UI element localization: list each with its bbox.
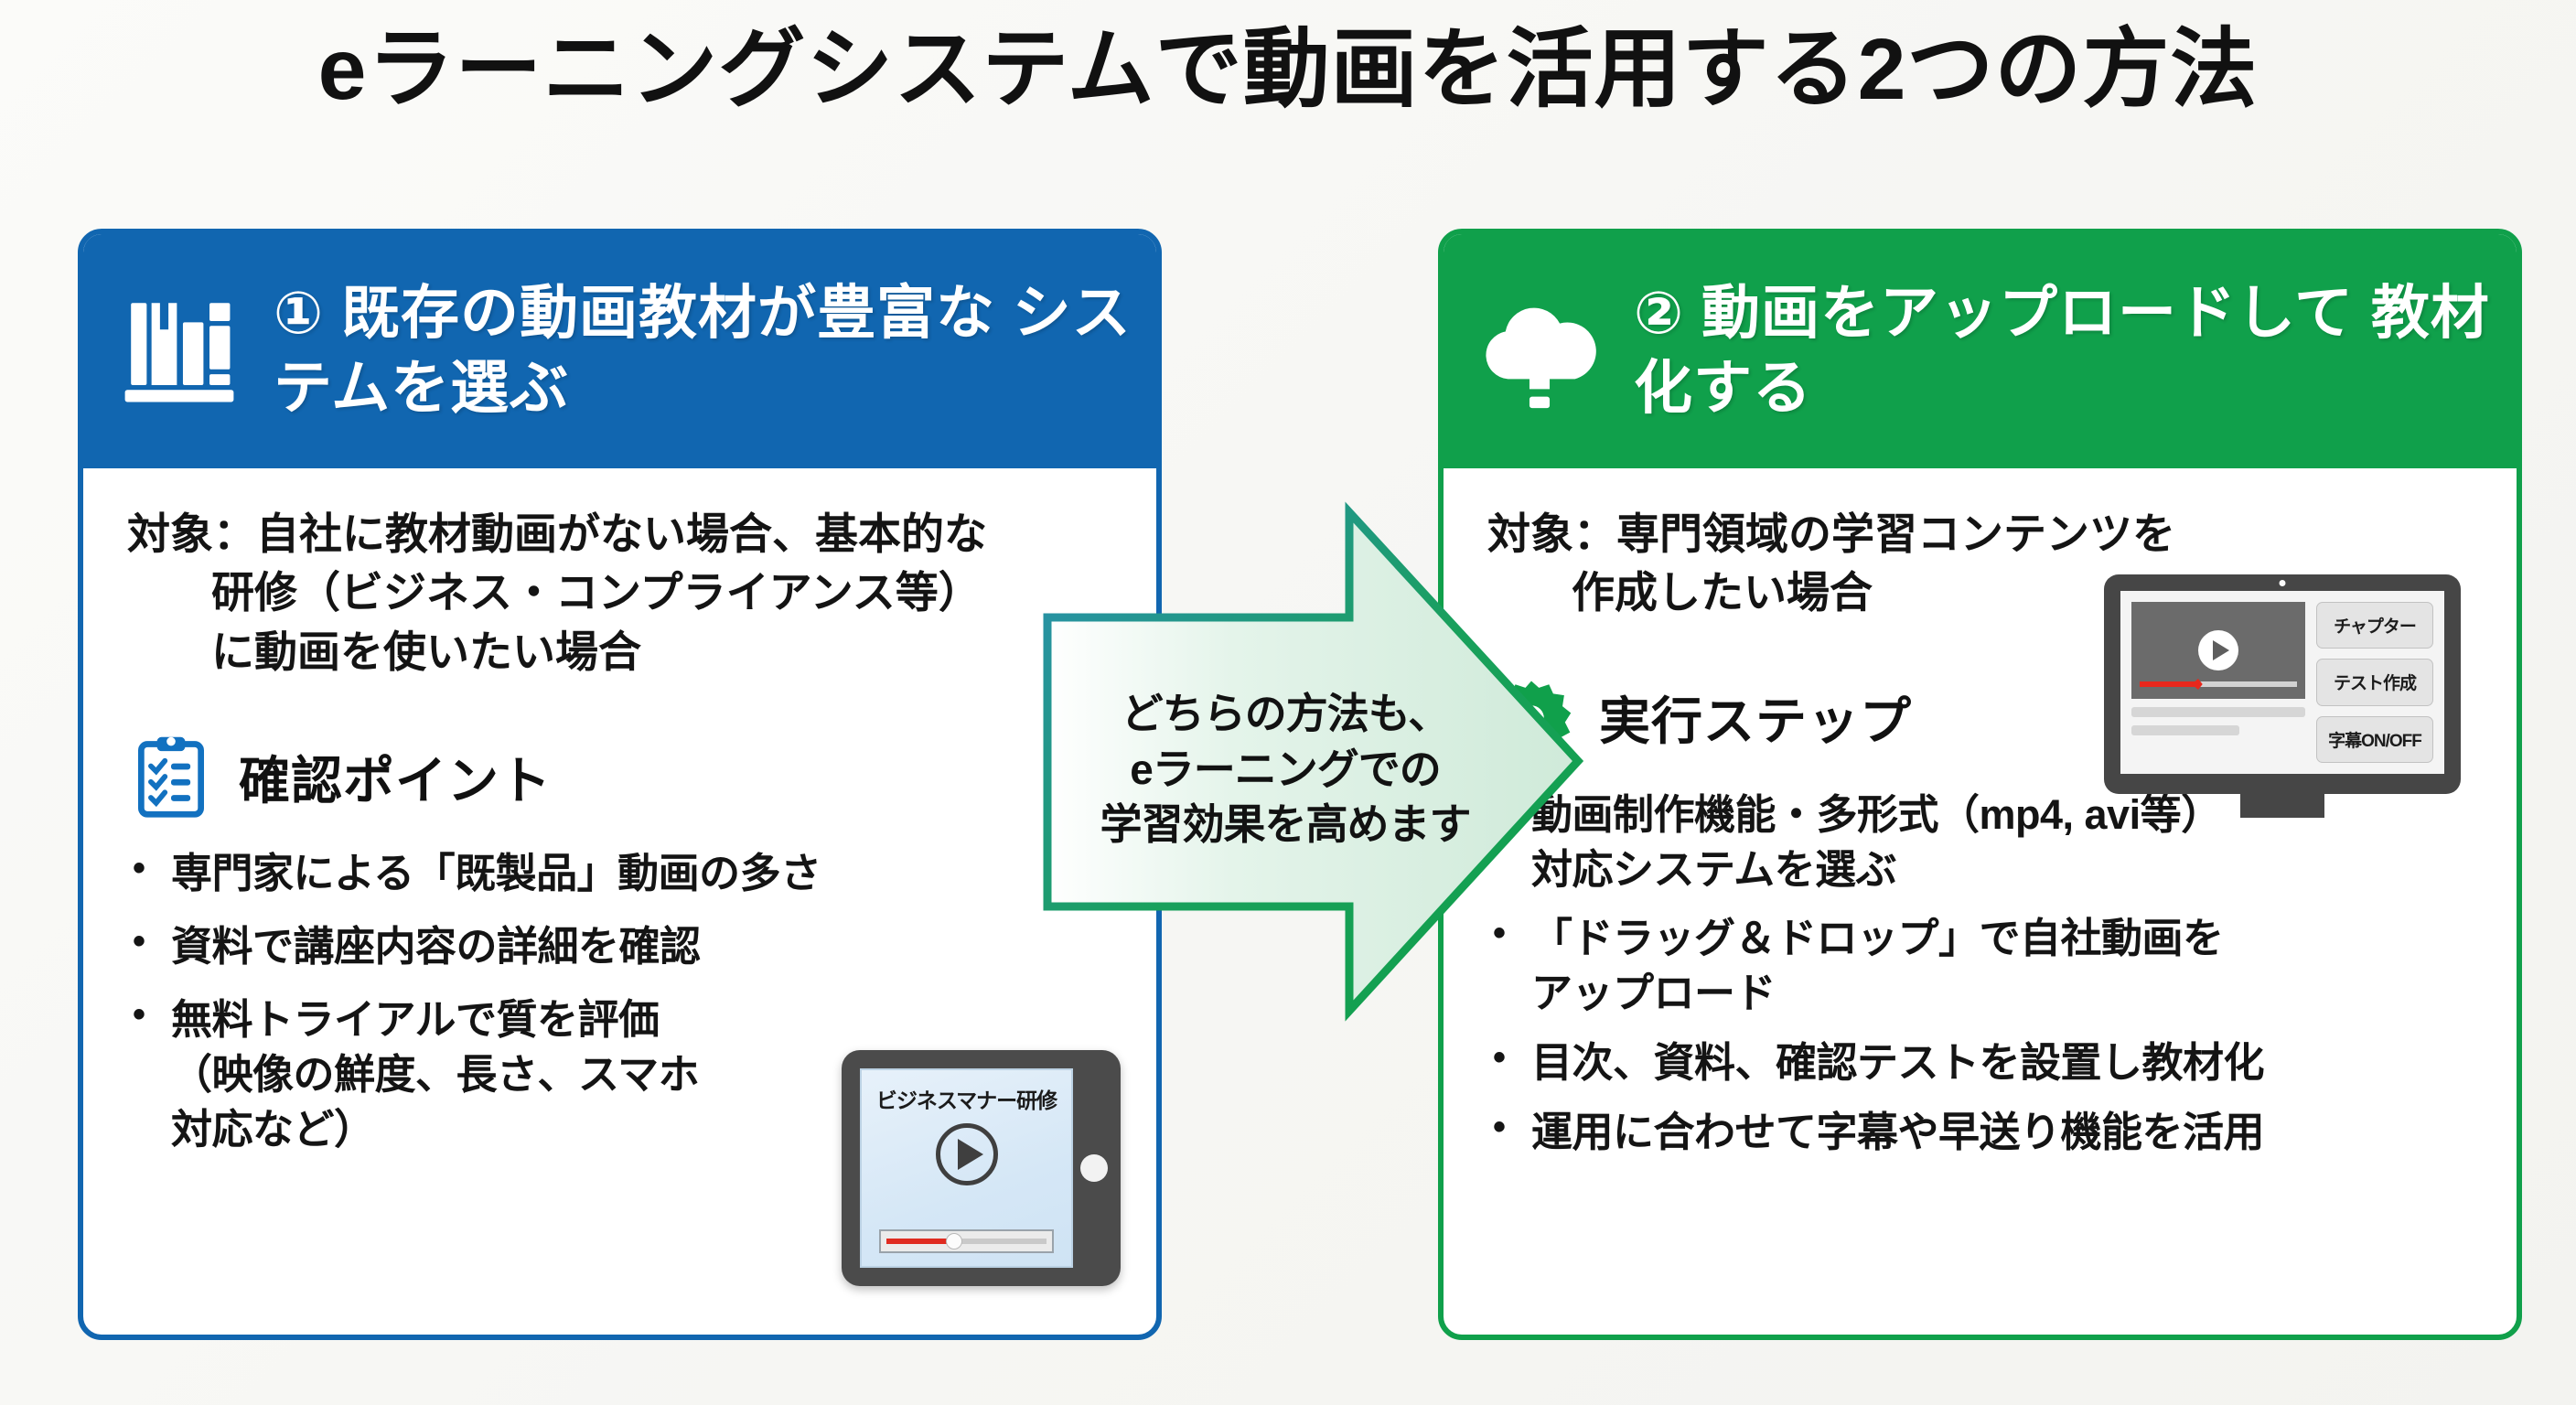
list-item: 運用に合わせて字幕や早送り機能を活用 (1487, 1103, 2485, 1160)
panel-2-bullet-list: 動画制作機能・多形式（mp4, avi等） 対応システムを選ぶ 「ドラッグ＆ドロ… (1487, 786, 2485, 1160)
progress-fill (2140, 681, 2196, 687)
panel-2-title-line-1: ② 動画をアップロードして (1634, 280, 2355, 347)
create-test-button[interactable]: テスト作成 (2316, 659, 2433, 706)
bullet-text: 運用に合わせて字幕や早送り機能を活用 (1531, 1108, 2265, 1155)
panel-2-header: ② 動画をアップロードして 教材化する (1444, 234, 2517, 468)
bullet-text-cont: 対応システムを選ぶ (1531, 845, 1897, 893)
target-line-1: 対象：専門領域の学習コンテンツを (1487, 509, 2175, 558)
panel-method-1: ① 既存の動画教材が豊富な システムを選ぶ 対象：自社に教材動画がない場合、基本… (78, 229, 1162, 1340)
bullet-text: 「ドラッグ＆ドロップ」で自社動画を (1531, 915, 2224, 962)
progress-fill (886, 1239, 955, 1244)
panel-2-title-line-2: 教材化する (1634, 280, 2490, 421)
bullet-text-cont: （映像の鮮度、長さ、スマホ (171, 1050, 700, 1098)
tablet-device-illustration: ビジネスマナー研修 (842, 1050, 1121, 1286)
bullet-text-cont: 対応など） (171, 1105, 375, 1153)
play-icon[interactable] (2198, 630, 2238, 670)
monitor-button-column: チャプター テスト作成 字幕ON/OFF (2316, 602, 2433, 763)
bullet-text: 動画制作機能・多形式（mp4, avi等） (1531, 790, 2222, 838)
list-item: 「ドラッグ＆ドロップ」で自社動画を アップロード (1487, 909, 2485, 1021)
subtitle-toggle-button[interactable]: 字幕ON/OFF (2316, 715, 2433, 763)
panel-1-bullet-list: 専門家による「既製品」動画の多さ 資料で講座内容の詳細を確認 無料トライアルで質… (127, 844, 1125, 1157)
tablet-progress-bar[interactable] (879, 1229, 1054, 1253)
panel-2-section-title: 実行ステップ (1599, 692, 1912, 751)
bullet-text: 無料トライアルで質を評価 (171, 995, 660, 1043)
panel-1-section-header: 確認ポイント (127, 733, 1125, 820)
arrow-caption-line-1: どちらの方法も、 (1121, 690, 1451, 737)
center-arrow-shape (1038, 462, 1587, 1061)
progress-knob[interactable] (2191, 679, 2203, 690)
target-line-1: 対象：自社に教材動画がない場合、基本的な (127, 509, 987, 558)
panel-1-target-description: 対象：自社に教材動画がない場合、基本的な 研修（ビジネス・コンプライアンス等） … (127, 505, 1125, 681)
tablet-home-button[interactable] (1080, 1154, 1108, 1182)
chapter-button[interactable]: チャプター (2316, 602, 2433, 649)
list-item: 目次、資料、確認テストを設置し教材化 (1487, 1034, 2485, 1090)
progress-track (886, 1239, 1046, 1244)
bullet-text: 資料で講座内容の詳細を確認 (171, 922, 701, 970)
webcam-icon (2279, 580, 2286, 586)
target-line-2: 作成したい場合 (1572, 568, 1873, 617)
monitor-video-column (2131, 602, 2305, 763)
monitor-display: チャプター テスト作成 字幕ON/OFF (2120, 591, 2444, 774)
target-line-3: に動画を使いたい場合 (211, 627, 641, 676)
panel-2-target-description: 対象：専門領域の学習コンテンツを 作成したい場合 (1487, 505, 2485, 623)
bullet-text: 専門家による「既製品」動画の多さ (171, 850, 821, 897)
tablet-screen: ビジネスマナー研修 (860, 1068, 1073, 1268)
panel-1-section-title: 確認ポイント (239, 751, 552, 810)
page-title: eラーニングシステムで動画を活用する2つの方法 (317, 21, 2259, 118)
tablet-video-title: ビジネスマナー研修 (875, 1089, 1057, 1112)
panel-1-header: ① 既存の動画教材が豊富な システムを選ぶ (83, 234, 1156, 468)
list-item: 専門家による「既製品」動画の多さ (127, 844, 1125, 901)
panel-1-title-line-1: ① 既存の動画教材が豊富な (274, 280, 995, 347)
panel-2-title: ② 動画をアップロードして 教材化する (1634, 276, 2493, 426)
bookshelf-icon (111, 283, 248, 420)
monitor-device-illustration: チャプター テスト作成 字幕ON/OFF (2104, 574, 2461, 818)
panel-1-title: ① 既存の動画教材が豊富な システムを選ぶ (274, 276, 1132, 426)
play-icon[interactable] (935, 1123, 998, 1185)
arrow-caption-line-2: eラーニングでの (1130, 745, 1442, 793)
panel-1-title-line-2: システムを選ぶ (274, 280, 1132, 421)
text-placeholder-line (2131, 725, 2239, 735)
progress-knob[interactable] (946, 1233, 963, 1249)
arrow-caption-line-3: 学習効果を高めます (1100, 800, 1472, 849)
monitor-stand (2240, 792, 2324, 818)
list-item: 無料トライアルで質を評価 （映像の鮮度、長さ、スマホ 対応など） (127, 991, 1125, 1157)
text-placeholder-line (2131, 707, 2305, 717)
cloud-upload-icon (1471, 283, 1608, 420)
panel-method-2: ② 動画をアップロードして 教材化する 対象：専門領域の学習コンテンツを 作成し… (1438, 229, 2522, 1340)
monitor-progress-bar[interactable] (2140, 679, 2297, 690)
clipboard-checklist-icon (127, 733, 215, 820)
bullet-text-cont: アップロード (1531, 970, 1776, 1017)
panel-2-body: 対象：専門領域の学習コンテンツを 作成したい場合 実行ステップ 動画制作機能・多… (1444, 468, 2517, 1335)
list-item: 動画制作機能・多形式（mp4, avi等） 対応システムを選ぶ (1487, 786, 2485, 897)
bullet-text: 目次、資料、確認テストを設置し教材化 (1531, 1039, 2265, 1087)
panel-1-body: 対象：自社に教材動画がない場合、基本的な 研修（ビジネス・コンプライアンス等） … (83, 468, 1156, 1335)
target-line-2: 研修（ビジネス・コンプライアンス等） (211, 568, 982, 617)
monitor-video-area (2131, 602, 2305, 699)
center-arrow-caption: どちらの方法も、 eラーニングでの 学習効果を高めます (1052, 686, 1519, 853)
list-item: 資料で講座内容の詳細を確認 (127, 917, 1125, 974)
